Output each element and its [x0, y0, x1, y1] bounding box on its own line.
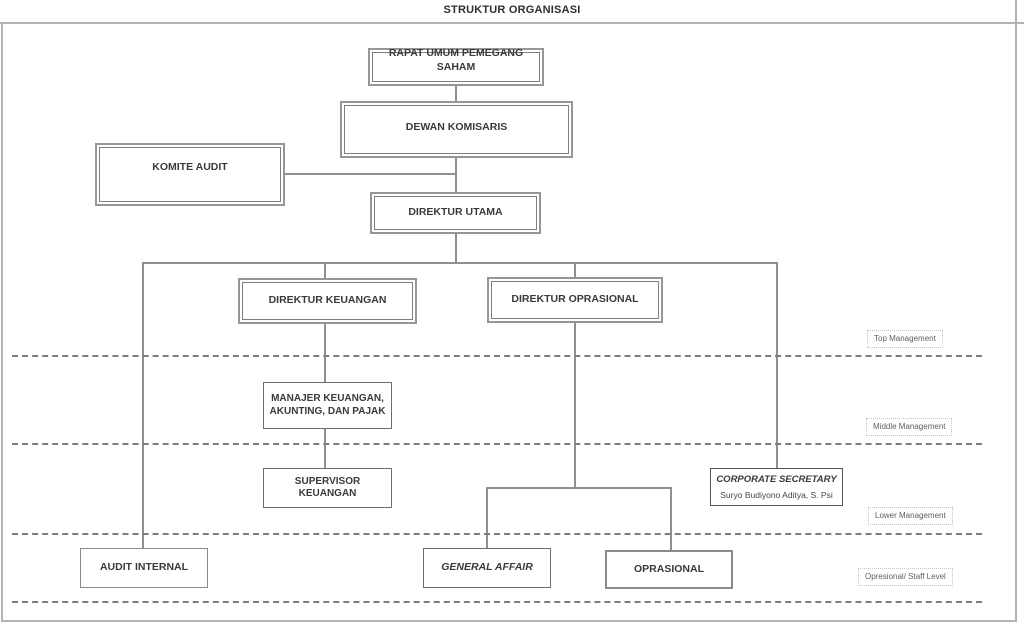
node-label-line2: AKUNTING, DAN PAJAK	[269, 405, 386, 417]
node-direktur-utama: DIREKTUR UTAMA	[370, 192, 541, 234]
connector-komite-audit	[285, 173, 456, 175]
node-label: DIREKTUR OPRASIONAL	[511, 293, 639, 306]
connector-general-affair	[486, 487, 488, 548]
node-oprasional: OPRASIONAL	[605, 550, 733, 589]
node-rapat-umum-pemegang-saham: RAPAT UMUM PEMEGANG SAHAM	[368, 47, 544, 86]
node-general-affair: GENERAL AFFAIR	[423, 548, 551, 588]
level-label-lower-management: Lower Management	[868, 507, 953, 525]
frame-top-rule	[0, 22, 1024, 24]
connector-ops-horizontal	[486, 487, 672, 489]
frame-bottom-border	[1, 620, 1017, 622]
node-komite-audit: KOMITE AUDIT	[95, 143, 285, 206]
divider-lower-management	[12, 533, 982, 535]
level-label-top-management: Top Management	[867, 330, 943, 348]
connector-left-audit	[142, 262, 144, 548]
node-manajer-keuangan: MANAJER KEUANGAN, AKUNTING, DAN PAJAK	[263, 382, 392, 429]
node-corporate-secretary: CORPORATE SECRETARY Suryo Budiyono Adity…	[710, 468, 843, 506]
node-audit-internal: AUDIT INTERNAL	[80, 548, 208, 588]
connector-dirut-down	[455, 234, 457, 264]
node-label: DIREKTUR KEUANGAN	[268, 294, 387, 307]
node-label: RAPAT UMUM PEMEGANG SAHAM	[388, 47, 524, 73]
level-label-middle-management: Middle Management	[866, 418, 953, 436]
page-title: STRUKTUR ORGANISASI	[443, 4, 581, 16]
divider-middle-management	[12, 443, 982, 445]
connector-main-horizontal	[142, 262, 778, 264]
connector-oprasional	[670, 487, 672, 550]
connector-dirops-down	[574, 323, 576, 488]
level-label-staff-level: Opresional/ Staff Level	[858, 568, 953, 586]
node-label: AUDIT INTERNAL	[99, 561, 189, 574]
node-label: OPRASIONAL	[633, 562, 704, 575]
connector-dirkeu-manajer	[324, 324, 326, 382]
node-person-name: Suryo Budiyono Aditya, S. Psi	[720, 489, 833, 500]
divider-staff-level	[12, 601, 982, 603]
connector-rups-dewan	[455, 86, 457, 102]
node-label: CORPORATE SECRETARY	[716, 474, 837, 486]
frame-left-border	[1, 23, 3, 622]
node-direktur-keuangan: DIREKTUR KEUANGAN	[238, 278, 417, 324]
frame-right-border	[1015, 0, 1017, 622]
node-supervisor-keuangan: SUPERVISOR KEUANGAN	[263, 468, 392, 508]
node-label: KOMITE AUDIT	[152, 161, 228, 174]
connector-dirops-top	[574, 262, 576, 278]
node-direktur-oprasional: DIREKTUR OPRASIONAL	[487, 277, 663, 323]
connector-corpsec	[776, 262, 778, 468]
node-label: DEWAN KOMISARIS	[405, 120, 508, 133]
node-label: SUPERVISOR KEUANGAN	[294, 475, 361, 500]
node-label-line1: MANAJER KEUANGAN,	[271, 393, 384, 404]
connector-manajer-supervisor	[324, 429, 326, 468]
node-dewan-komisaris: DEWAN KOMISARIS	[340, 101, 573, 158]
divider-top-management	[12, 355, 982, 357]
connector-dewan-dirut	[455, 158, 457, 193]
node-label: DIREKTUR UTAMA	[408, 206, 503, 219]
connector-dirkeu-top	[324, 262, 326, 279]
node-label: GENERAL AFFAIR	[441, 561, 533, 574]
